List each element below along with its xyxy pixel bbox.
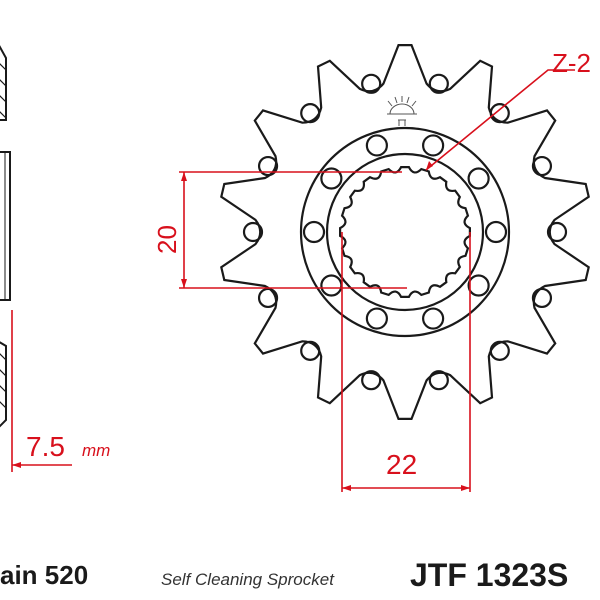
product-description: Self Cleaning Sprocket [161, 570, 335, 589]
side-view [0, 45, 11, 428]
bolt-hole [467, 167, 490, 190]
thickness-unit: mm [82, 441, 110, 460]
bolt-hole [365, 307, 388, 330]
thickness-value: 7.5 [26, 431, 65, 462]
height-dimension-label: 20 [152, 225, 182, 254]
part-number: JTF 1323S [410, 557, 568, 593]
cleaning-hole [489, 103, 510, 124]
cleaning-hole [428, 370, 449, 391]
spline-label: Z-2 [552, 48, 591, 78]
cleaning-hole [489, 340, 510, 361]
brand-logo-icon [387, 96, 417, 126]
bolt-hole [320, 274, 343, 297]
chain-size: ain 520 [0, 560, 88, 590]
width-dimension-label: 22 [386, 449, 417, 480]
cleaning-hole [546, 221, 568, 243]
tooth-profile [220, 44, 590, 420]
bolt-hole [365, 134, 388, 157]
bolt-hole [422, 134, 445, 157]
hub-inner-circle [325, 152, 485, 312]
cleaning-hole [257, 287, 279, 309]
cleaning-hole [300, 340, 321, 361]
cleaning-hole [531, 287, 553, 309]
spline-bore [339, 166, 471, 298]
hub-outer-circle [299, 126, 511, 338]
cleaning-hole [531, 155, 553, 177]
cleaning-hole [300, 103, 321, 124]
sprocket-outline [220, 44, 590, 420]
bolt-hole [302, 220, 326, 244]
bolt-hole [320, 167, 343, 190]
cleaning-hole [361, 73, 382, 94]
bolt-hole [467, 274, 490, 297]
cleaning-hole [428, 73, 449, 94]
bolt-hole [422, 307, 445, 330]
cleaning-hole [361, 370, 382, 391]
cleaning-hole [242, 221, 264, 243]
dimension-lines [11, 69, 575, 492]
bolt-hole [484, 220, 508, 244]
